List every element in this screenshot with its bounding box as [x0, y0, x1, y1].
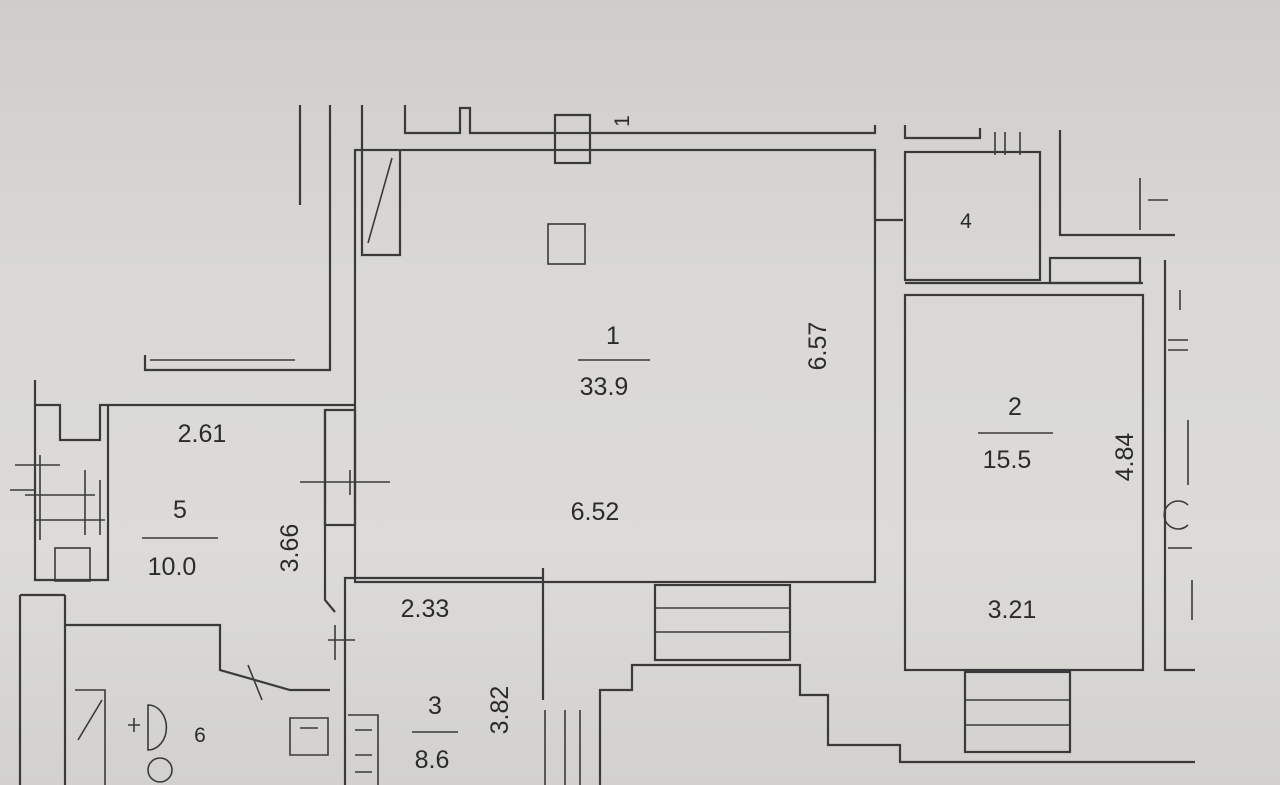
room-5-number: 5	[173, 496, 187, 524]
room-2-area: 15.5	[983, 446, 1032, 474]
room-6-number: 6	[194, 724, 206, 747]
room-5-area: 10.0	[148, 553, 197, 581]
room-3	[289, 576, 543, 785]
room-3-width: 2.33	[401, 595, 450, 623]
room-2-width: 3.21	[988, 596, 1037, 624]
room-3-height: 3.82	[486, 686, 514, 735]
room-1-width: 6.52	[571, 498, 620, 526]
entrance-stairs	[541, 568, 1195, 785]
room-5	[10, 380, 390, 613]
window-mark: 1	[611, 115, 634, 127]
room-1-number: 1	[606, 322, 620, 350]
column	[547, 223, 586, 265]
room-1	[143, 105, 877, 584]
room-2-height: 4.84	[1111, 433, 1139, 482]
room-3-area: 8.6	[415, 746, 450, 774]
room-2-number: 2	[1008, 393, 1022, 421]
room-5-width: 2.61	[178, 420, 227, 448]
room-3-number: 3	[428, 692, 442, 720]
room-6	[18, 593, 330, 785]
room-4	[873, 125, 1175, 285]
room-1-height: 6.57	[804, 322, 832, 371]
room-4-number: 4	[960, 210, 972, 233]
room-2	[903, 260, 1195, 754]
room-1-area: 33.9	[580, 373, 629, 401]
room-5-height: 3.66	[276, 524, 304, 573]
